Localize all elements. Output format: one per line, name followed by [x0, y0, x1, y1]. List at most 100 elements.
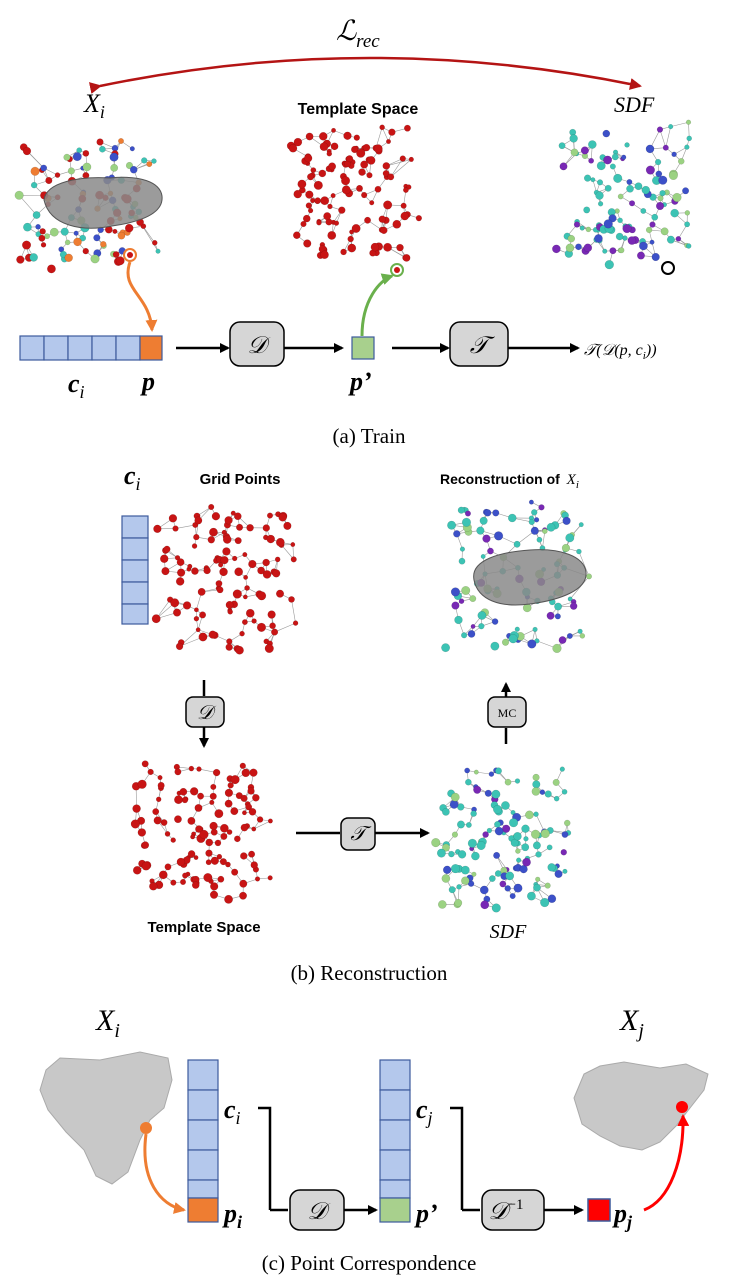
cube-point — [471, 871, 477, 877]
cube-point — [164, 863, 172, 871]
cube-point — [527, 891, 536, 901]
cube-point — [578, 522, 584, 528]
cube-point — [290, 556, 297, 563]
cube-point — [570, 148, 579, 157]
cube-point — [547, 894, 557, 903]
cube-point — [626, 179, 633, 185]
cube-point — [347, 235, 354, 243]
cube-point — [668, 170, 678, 180]
cube-edge — [578, 551, 590, 577]
p-prime-label: p’ — [348, 367, 372, 396]
cube-point — [540, 829, 550, 839]
cube-point — [536, 536, 543, 543]
cube-point — [499, 880, 507, 888]
cube-point — [480, 554, 486, 559]
cube-point — [494, 870, 502, 877]
cube-point — [479, 885, 489, 895]
cube-point — [442, 808, 450, 816]
cube-point — [303, 239, 312, 248]
recon-title: Reconstruction of Xi — [440, 471, 579, 491]
cube-point — [684, 221, 690, 228]
cube-point — [540, 897, 550, 908]
cube-point — [488, 771, 495, 777]
cube-edge — [375, 127, 383, 149]
cube-point — [509, 818, 519, 828]
cube-point — [152, 240, 158, 246]
cube-point — [288, 144, 298, 153]
cube-point — [96, 138, 104, 146]
cube-point — [214, 809, 224, 819]
cube-point — [464, 510, 471, 517]
cube-point — [217, 875, 225, 883]
cube-edge — [291, 599, 296, 624]
cube-point — [248, 850, 256, 858]
cube-point — [575, 243, 582, 251]
cube-point — [400, 211, 410, 221]
cube-point — [73, 237, 82, 247]
cube-point — [275, 537, 285, 547]
cube-point — [400, 202, 407, 209]
cube-point — [274, 556, 281, 563]
recon-decoder-label: 𝒟 — [197, 702, 217, 724]
cube-point — [240, 823, 249, 832]
cube-point — [256, 816, 264, 823]
cube-point — [209, 799, 215, 805]
cube-point — [132, 865, 142, 875]
cube-point — [640, 208, 647, 214]
cube-point — [30, 166, 40, 176]
cube-point — [205, 849, 213, 857]
recon-template-title: Template Space — [147, 919, 260, 936]
cube-point — [467, 838, 477, 848]
cube-point — [73, 230, 79, 236]
orange-arrow — [126, 261, 158, 332]
cube-point — [193, 607, 199, 613]
caption-correspondence: (c) Point Correspondence — [262, 1251, 477, 1275]
cube-point — [160, 554, 169, 563]
cube-point — [604, 184, 612, 192]
panel-reconstruction: ci Grid Points Reconstruction of Xi 𝒟 MC — [121, 461, 592, 985]
cube-point — [170, 879, 177, 886]
cube-point — [532, 780, 541, 789]
cube-point — [189, 787, 199, 796]
cube-point — [493, 531, 504, 541]
cube-point — [403, 187, 409, 193]
cube-point — [251, 618, 257, 624]
recon-sdf-cube — [431, 766, 572, 913]
cube-edge — [274, 622, 296, 633]
cube-point — [456, 884, 462, 890]
cube-point — [615, 232, 624, 241]
cube-point — [378, 215, 386, 223]
cube-point — [320, 250, 329, 260]
cube-point — [660, 227, 669, 236]
cube-point — [219, 858, 227, 866]
cube-point — [248, 808, 257, 816]
cube-point — [473, 769, 479, 775]
cube-point — [450, 864, 461, 874]
cube-point — [318, 169, 327, 178]
cube-point — [40, 242, 47, 248]
cube-point — [327, 230, 337, 240]
cube-point — [554, 602, 563, 611]
train-output-label: 𝒯(𝒟(p, ci)) — [584, 342, 657, 362]
cube-point — [670, 208, 679, 218]
cube-point — [373, 144, 383, 154]
cube-point — [262, 570, 272, 579]
cube-point — [293, 189, 302, 199]
cube-point — [370, 242, 380, 252]
cube-point — [356, 184, 363, 192]
cube-point — [300, 220, 307, 228]
liver-shape — [43, 176, 163, 229]
cube-point — [147, 768, 154, 776]
cube-point — [232, 555, 238, 562]
cube-point — [338, 206, 346, 214]
cube-point — [32, 211, 41, 219]
cube-point — [175, 577, 185, 586]
panel-train: ℒrec Xi Template Space SDF — [14, 16, 692, 448]
cube-point — [307, 173, 315, 181]
cube-point — [210, 783, 217, 790]
cube-point — [141, 841, 150, 849]
corr-xi-label: Xi — [95, 1004, 120, 1042]
cube-point — [220, 832, 228, 840]
cube-point — [651, 213, 659, 221]
cube-point — [522, 857, 531, 867]
